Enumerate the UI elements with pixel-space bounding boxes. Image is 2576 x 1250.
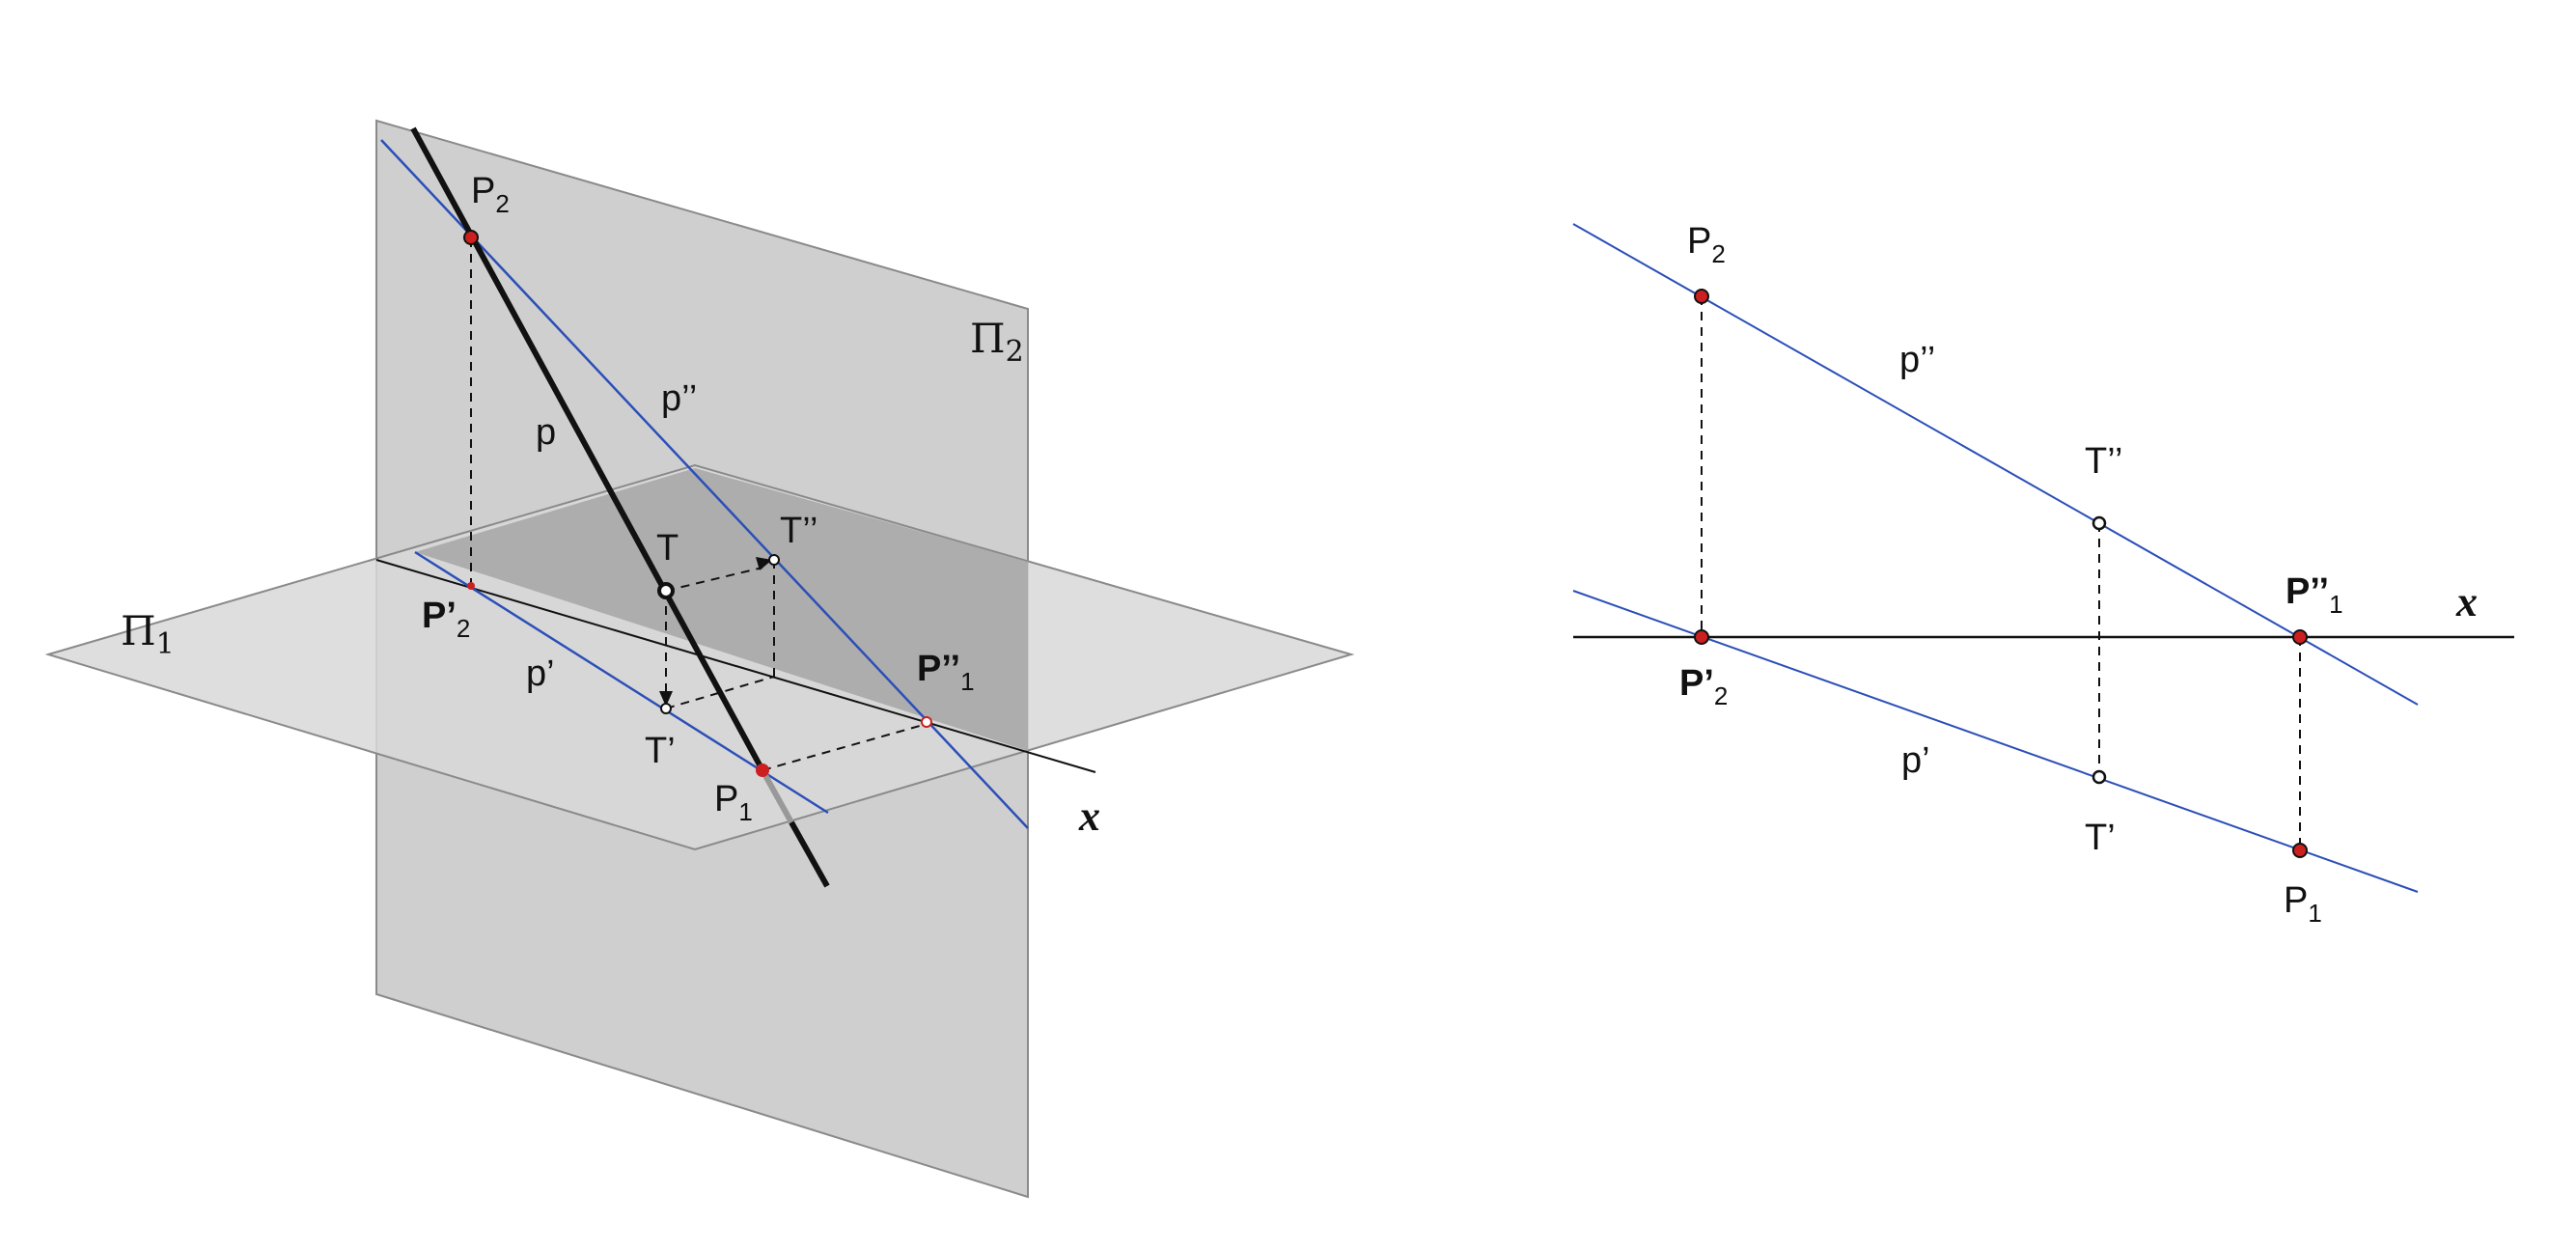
label-t-horizontal-3d: T’ xyxy=(645,731,676,771)
label-p2-prime-2d: P’2 xyxy=(1679,663,1728,710)
label-t-3d: T xyxy=(656,528,679,569)
line-p-vertical-projection-2d xyxy=(1572,223,2419,706)
label-p1-3d: P1 xyxy=(714,779,753,826)
label-line-p-horizontal-2d: p’ xyxy=(1901,740,1930,781)
label-line-p-vertical-3d: p’’ xyxy=(661,378,697,419)
label-p1-double-prime-2d: P’’1 xyxy=(2285,571,2343,619)
three-d-view: Π1 Π2 x p p’’ p’ P2 P’2 T T’ T’’ P1 P’’1 xyxy=(44,119,1355,1199)
point-t-horizontal-3d xyxy=(660,703,672,714)
label-x-axis-2d: x xyxy=(2455,578,2478,625)
label-t-vertical-3d: T’’ xyxy=(780,511,817,551)
point-p1-3d xyxy=(756,764,769,777)
arrow-right xyxy=(756,557,772,570)
arrow-down xyxy=(659,691,673,707)
t-horizontal-to-axis xyxy=(665,676,775,709)
point-t-3d xyxy=(657,582,675,599)
point-p2-prime-3d xyxy=(467,582,475,590)
label-line-p-horizontal-3d: p’ xyxy=(526,653,555,694)
label-p1-double-prime-3d: P’’1 xyxy=(917,649,975,696)
point-p2-3d xyxy=(463,230,479,245)
point-p1-double-prime-3d xyxy=(921,716,932,728)
label-p1-2d: P1 xyxy=(2284,880,2322,928)
point-t-horizontal-2d xyxy=(2091,769,2107,785)
line-p-space-end xyxy=(789,820,830,888)
point-t-vertical-2d xyxy=(2091,515,2107,531)
label-p2-prime-3d: P’2 xyxy=(422,596,470,643)
construction-lines-3d xyxy=(470,238,928,771)
point-p2-prime-2d xyxy=(1694,629,1709,645)
label-p2-2d: P2 xyxy=(1687,221,1726,268)
point-p2-2d xyxy=(1694,289,1709,304)
label-t-vertical-2d: T’’ xyxy=(2085,441,2122,482)
label-line-p-3d: p xyxy=(536,412,556,453)
p1-to-axis xyxy=(762,723,928,771)
plane-overlap-region xyxy=(415,468,1028,751)
point-p1-2d xyxy=(2292,843,2308,858)
label-x-axis-3d: x xyxy=(1078,792,1100,840)
point-p1-double-prime-2d xyxy=(2292,629,2308,645)
orthogonal-projection-view: x p’’ p’ P2 P’2 T’’ T’ P’’1 P1 xyxy=(1572,221,2514,928)
label-t-horizontal-2d: T’ xyxy=(2085,818,2116,858)
label-plane-pi2: Π2 xyxy=(970,315,1024,369)
label-p2-3d: P2 xyxy=(471,171,510,218)
line-p-space-below xyxy=(760,768,794,824)
point-t-vertical-3d xyxy=(768,554,780,566)
t-to-t-vertical-projector xyxy=(665,567,763,592)
line-p-horizontal-projection-2d xyxy=(1572,590,2419,893)
x-axis-3d xyxy=(375,559,1096,773)
line-p-vertical-projection xyxy=(380,139,1029,829)
label-plane-pi1: Π1 xyxy=(121,607,175,661)
label-line-p-vertical-2d: p’’ xyxy=(1899,340,1935,380)
projectors-2d xyxy=(1701,296,2301,850)
